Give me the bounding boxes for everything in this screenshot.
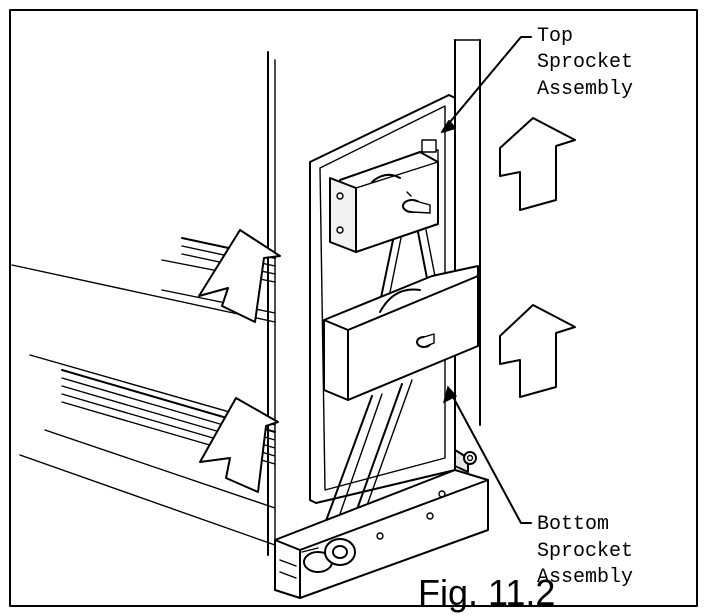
- label-bottom-line-1: Bottom: [537, 513, 609, 536]
- label-top-line-2: Sprocket: [537, 51, 633, 74]
- lift-arrow-upper-left-icon: [198, 229, 281, 323]
- callout-bottom-leader: [442, 385, 532, 524]
- label-bottom-line-3: Assembly: [537, 566, 633, 589]
- figure-caption: Fig. 11.2: [418, 572, 555, 613]
- lift-arrow-upper-right-icon: [499, 117, 576, 211]
- top-sprocket-box: [329, 139, 439, 253]
- left-cabinet-edge: [267, 51, 276, 561]
- label-top-line-3: Assembly: [537, 78, 633, 101]
- callout-top-leader: [441, 36, 532, 133]
- bottom-sprocket-box: [323, 265, 479, 401]
- adjustment-nut: [463, 451, 477, 465]
- drive-sprocket: [301, 538, 356, 573]
- lift-arrow-lower-left-icon: [199, 397, 279, 493]
- label-bottom-line-2: Sprocket: [537, 540, 633, 563]
- lift-arrow-lower-right-icon: [499, 304, 576, 398]
- figure-frame: [9, 9, 698, 607]
- label-top-line-1: Top: [537, 25, 573, 48]
- right-side-panel: [454, 39, 481, 426]
